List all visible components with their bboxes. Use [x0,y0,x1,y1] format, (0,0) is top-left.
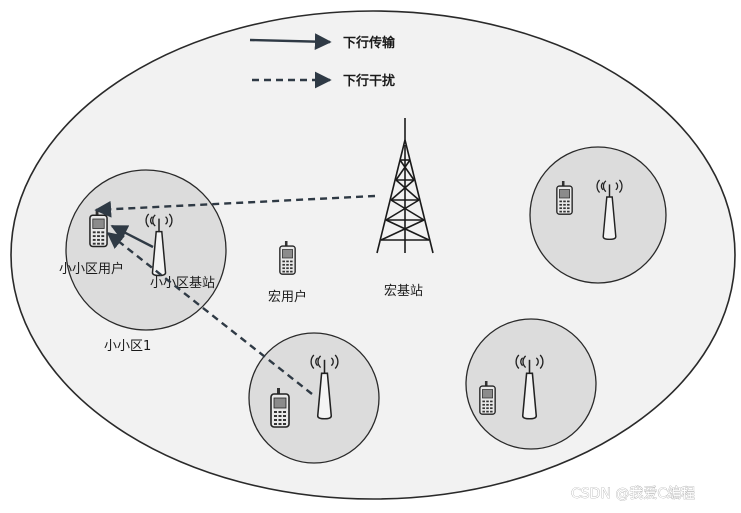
interference-arrow-neighbor-cell [106,231,313,395]
transmission-arrow-small-cell [110,224,154,249]
mobile-phone-icon [270,387,290,428]
legend-transmission-label: 下行传输 [343,35,396,51]
small-cell-bottom-center-area [248,332,380,464]
watermark: CSDN @我爱C编程 [571,486,695,502]
legend-interference-label: 下行干扰 [343,73,395,89]
small-cell-top-right-area [529,146,667,284]
legend: 下行传输 下行干扰 [249,33,396,89]
tower-icon [376,118,434,254]
mobile-phone-icon [556,180,573,215]
mobile-phone-icon [479,380,496,415]
macro-bs-label: 宏基站 [384,284,423,299]
interference-arrow-macro [94,194,376,218]
small-cell-name-label: 小小区1 [104,339,151,354]
small-cell-user-label: 小小区用户 [59,261,124,277]
legend-solid-arrow [249,33,332,51]
macro-user-label: 宏用户 [268,289,307,305]
mobile-phone-icon [279,240,296,275]
small-cell-bs-label: 小小区基站 [150,276,215,291]
small-cell-1-area [65,169,227,331]
mobile-phone-icon [89,208,108,248]
